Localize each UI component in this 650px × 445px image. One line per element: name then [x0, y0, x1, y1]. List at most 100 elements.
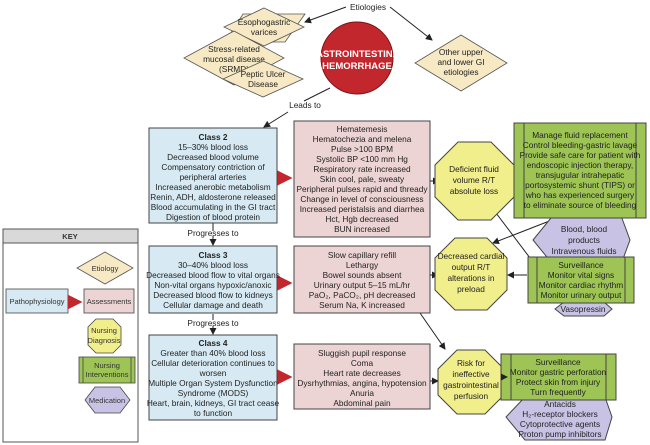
key-etiology-label: Etiology	[92, 264, 119, 273]
octagon-shape	[437, 349, 505, 415]
arrow-leads-to-class2	[263, 111, 289, 128]
assessment-line: BUN increased	[334, 224, 390, 234]
etiology-text: Disease	[248, 79, 278, 89]
key-medication: Medication	[84, 386, 131, 414]
line-hemorrhage-leads	[303, 87, 331, 102]
key-octagon	[87, 318, 122, 354]
assessment-line: Serum Na, K increased	[319, 300, 405, 310]
class-line: Decreased blood volume	[167, 152, 259, 162]
etiology-text: varices	[251, 27, 277, 37]
diagnosis-line: Decreased cardial	[438, 251, 505, 261]
medication-3: Antacids H₂-receptor blockers Cytoprotec…	[505, 396, 613, 441]
diagnosis-3: Risk for ineffective gastrointestinal pe…	[437, 349, 505, 415]
gi-hemorrhage-node: GASTROINTESTINAL HEMORRHAGE	[309, 21, 405, 95]
assessment-rect	[293, 343, 431, 410]
intervention-line: Control bleeding-gastric lavage	[523, 140, 638, 150]
key-interventions: Nursing Interventions	[78, 356, 136, 384]
arrow-etiologies-to-other	[389, 6, 433, 41]
arrow-int1-diag2	[492, 219, 553, 245]
diagnosis-2: Decreased cardial output R/T alterations…	[434, 237, 508, 311]
etiology-text: Stress-related	[208, 44, 260, 54]
class3-box: Class 3 30–40% blood loss Decreased bloo…	[146, 245, 280, 314]
pathophysiology-rect	[148, 334, 278, 421]
intervention-line: Surveillance	[535, 357, 581, 367]
octagon-shape	[434, 237, 508, 311]
intervention-line: Monitor gastric perforation	[510, 367, 607, 377]
assessment-line: Change in level of consciousness	[300, 194, 423, 204]
class-line: Digestion of blood protein	[166, 212, 260, 222]
red-arrows	[277, 170, 293, 385]
key-rect-green	[78, 356, 136, 384]
class-line: Cellular damage and death	[163, 300, 263, 310]
octagon-shape	[434, 141, 515, 221]
medication-line: products	[568, 235, 600, 245]
key-diagnosis-line1: Nursing	[91, 326, 117, 335]
etiology-text: (SRMD)	[219, 64, 249, 74]
assessment-line: Peripheral pulses rapid and thready	[297, 184, 429, 194]
arrow-etiologies-to-varices	[304, 6, 347, 24]
key-title: KEY	[62, 232, 77, 241]
class-line: worsen	[199, 368, 227, 378]
key-diagnosis-line2: Diagnosis	[88, 336, 121, 345]
assessment-line: Bowel sounds absent	[323, 270, 403, 280]
diagnosis-line: gastrointestinal	[443, 380, 499, 390]
diagnosis-line: absolute loss	[450, 186, 498, 196]
diamond-shape	[222, 60, 304, 98]
intervention-line: Monitor cardiac rhythm	[539, 280, 623, 290]
class-line: Greater than 40% blood loss	[160, 348, 265, 358]
key-diagnosis: Nursing Diagnosis	[87, 318, 122, 354]
class-line: 30–40% blood loss	[178, 260, 248, 270]
intervention-rect	[513, 122, 647, 219]
diagnosis-line: Deficient fluid	[449, 164, 499, 174]
key-rect-pink	[83, 288, 135, 314]
etiology-text: and lower GI	[437, 57, 484, 67]
assessment-line: Urinary output 5–15 mL/hr	[314, 280, 411, 290]
assessment-line: Hematemesis	[337, 124, 388, 134]
intervention-line: portosystemic shunt (TIPS) or	[525, 180, 635, 190]
medication-line: Cytoprotective agents	[520, 419, 600, 429]
key-header	[2, 228, 139, 244]
key-panel: KEY Etiology Pathophysiology Assessments…	[2, 228, 139, 443]
intervention-line: to eliminate source of bleeding	[524, 200, 637, 210]
etiology-other-gi: Other upper and lower GI etiologies	[414, 34, 508, 92]
key-hexagon	[84, 386, 131, 414]
intervention-rect	[500, 353, 617, 401]
leads-to-label: Leads to	[289, 100, 321, 110]
assessment-line: Hct, Hgb decreased	[325, 214, 399, 224]
key-medication-label: Medication	[89, 396, 125, 405]
diagnosis-line: alterations in	[447, 273, 494, 283]
medication-line: Proton pump inhibitors	[518, 429, 601, 439]
pathophysiology-rect	[148, 127, 278, 224]
diagnosis-line: output R/T	[452, 262, 491, 272]
diagnosis-line: perfusion	[454, 391, 489, 401]
class-line: Renin, ADH, aldosterone released	[150, 192, 276, 202]
key-pathophysiology: Pathophysiology	[5, 288, 69, 314]
diagnosis-line: ineffective	[452, 369, 490, 379]
assessment-line: Systolic BP <100 mm Hg	[316, 154, 408, 164]
assessment-box-2: Slow capillary refill Lethargy Bowel sou…	[293, 245, 431, 314]
intervention-line: Protect skin from injury	[516, 377, 601, 387]
intervention-3: Surveillance Monitor gastric perforation…	[500, 353, 617, 401]
assessment-line: Lethargy	[346, 260, 379, 270]
intervention-line: Manage fluid replacement	[532, 130, 628, 140]
etiology-text: etiologies	[443, 67, 478, 77]
intervention-line: Turn frequently	[530, 387, 586, 397]
arrow-assess2-diag3	[419, 312, 446, 350]
class4-box: Class 4 Greater than 40% blood loss Cell…	[147, 334, 280, 421]
etiologies-label: Etiologies	[350, 2, 386, 12]
medication-line: Blood, blood	[561, 224, 608, 234]
class-line: to function	[194, 408, 233, 418]
class-line: Compensatory contriction of	[161, 162, 265, 172]
etiology-text: mucosal disease	[203, 54, 265, 64]
assessment-line: Heart rate decreases	[323, 368, 400, 378]
intervention-line: transjugular intrahepatic	[536, 170, 625, 180]
assessment-line: Hematochezia and melena	[313, 134, 412, 144]
medication-line: Antacids	[544, 399, 576, 409]
assessment-line: Slow capillary refill	[328, 250, 396, 260]
class-line: 15–30% blood loss	[178, 142, 248, 152]
intervention-2: Surveillance Monitor vital signs Monitor…	[527, 256, 635, 304]
intervention-line: Provide safe care for patient with	[520, 150, 641, 160]
class-line: Decreased blood flow to kidneys	[153, 290, 272, 300]
diamond-shape	[414, 34, 508, 92]
class-line: Blood accumulating in the GI tract	[151, 202, 276, 212]
